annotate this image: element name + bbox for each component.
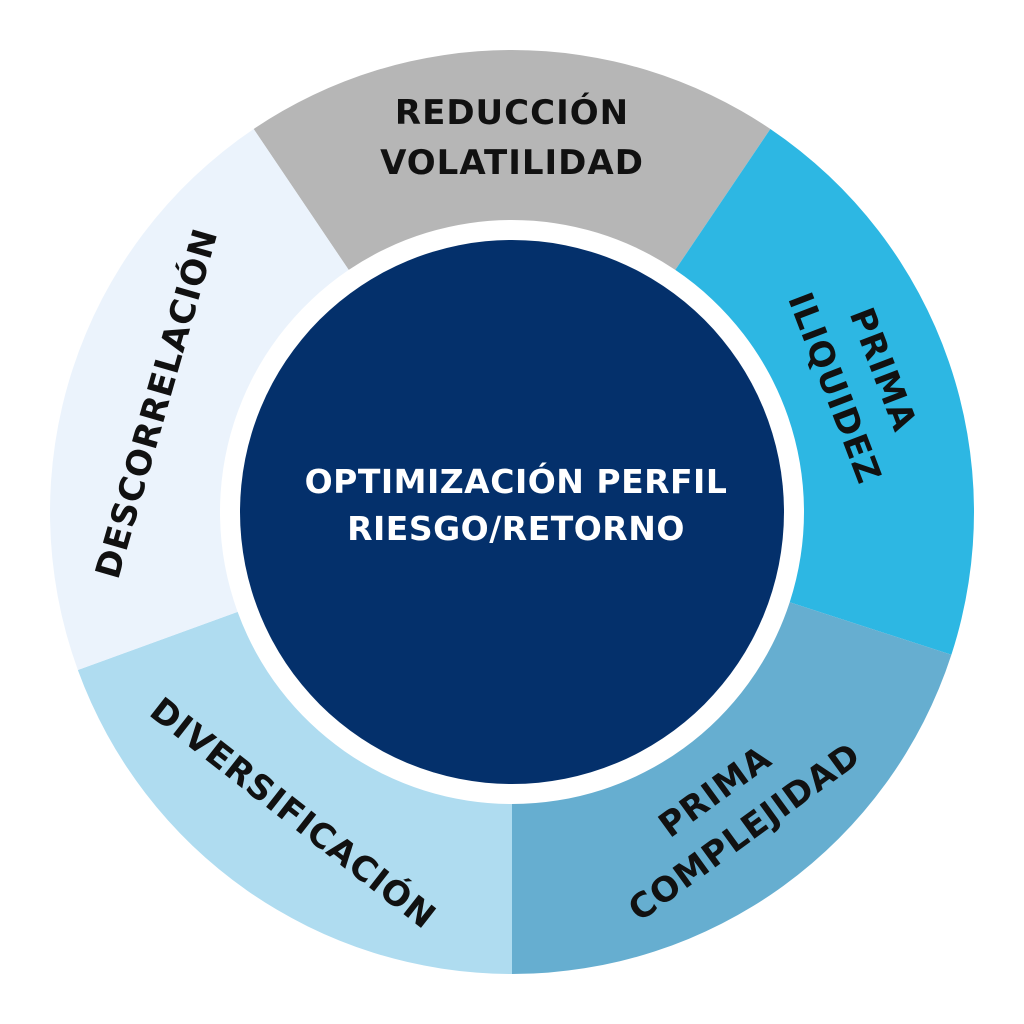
segment-descorrelacion xyxy=(49,128,349,671)
segment-reduccion-volatilidad xyxy=(253,49,771,270)
center-circle xyxy=(240,240,784,784)
center-label-line-1: OPTIMIZACIÓN PERFIL xyxy=(305,461,728,501)
segment-prima-iliquidez xyxy=(675,128,975,655)
segment-diversificacion xyxy=(77,611,513,974)
segment-label-line: REDUCCIÓN xyxy=(395,92,629,133)
segment-label-reduccion-volatilidad: REDUCCIÓN VOLATILIDAD xyxy=(380,92,644,183)
segment-label-line: VOLATILIDAD xyxy=(380,143,644,183)
segment-prima-complejidad xyxy=(512,602,952,974)
center-label-line-2: RIESGO/RETORNO xyxy=(347,509,685,548)
